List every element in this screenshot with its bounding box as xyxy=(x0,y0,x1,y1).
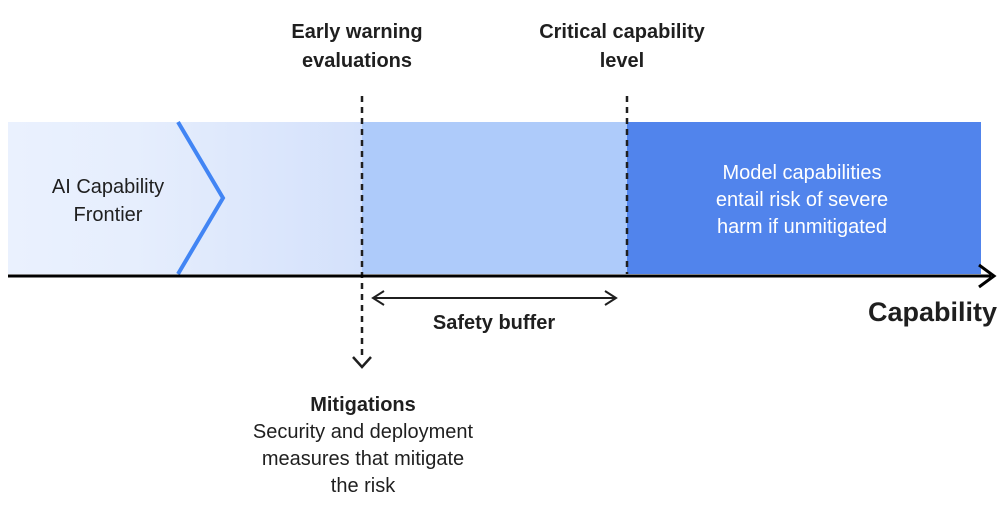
safety-buffer-arrow xyxy=(371,290,618,306)
ai-capability-frontier-label: AI Capability Frontier xyxy=(51,176,165,226)
mitigations-down-arrowhead-icon xyxy=(352,356,372,369)
capability-axis-arrowhead-icon xyxy=(978,263,997,289)
mitigations-description: Security and deployment measures that mi… xyxy=(252,421,474,497)
safety-buffer-left-arrowhead-icon xyxy=(371,290,385,306)
risk-of-severe-harm-label: Model capabilities entail risk of severe… xyxy=(715,162,889,238)
critical-capability-label: Critical capability level xyxy=(539,21,705,72)
mitigations-title: Mitigations xyxy=(310,394,416,416)
safety-buffer-label: Safety buffer xyxy=(432,312,556,334)
safety-buffer-right-arrowhead-icon xyxy=(604,290,618,306)
capability-axis-label: Capability xyxy=(867,297,997,327)
early-warning-label: Early warning evaluations xyxy=(291,21,423,72)
band-segment-critical-risk xyxy=(627,122,981,274)
mitigations-block: Mitigations Security and deployment meas… xyxy=(233,392,493,500)
band-segment-safety-buffer xyxy=(362,122,627,274)
